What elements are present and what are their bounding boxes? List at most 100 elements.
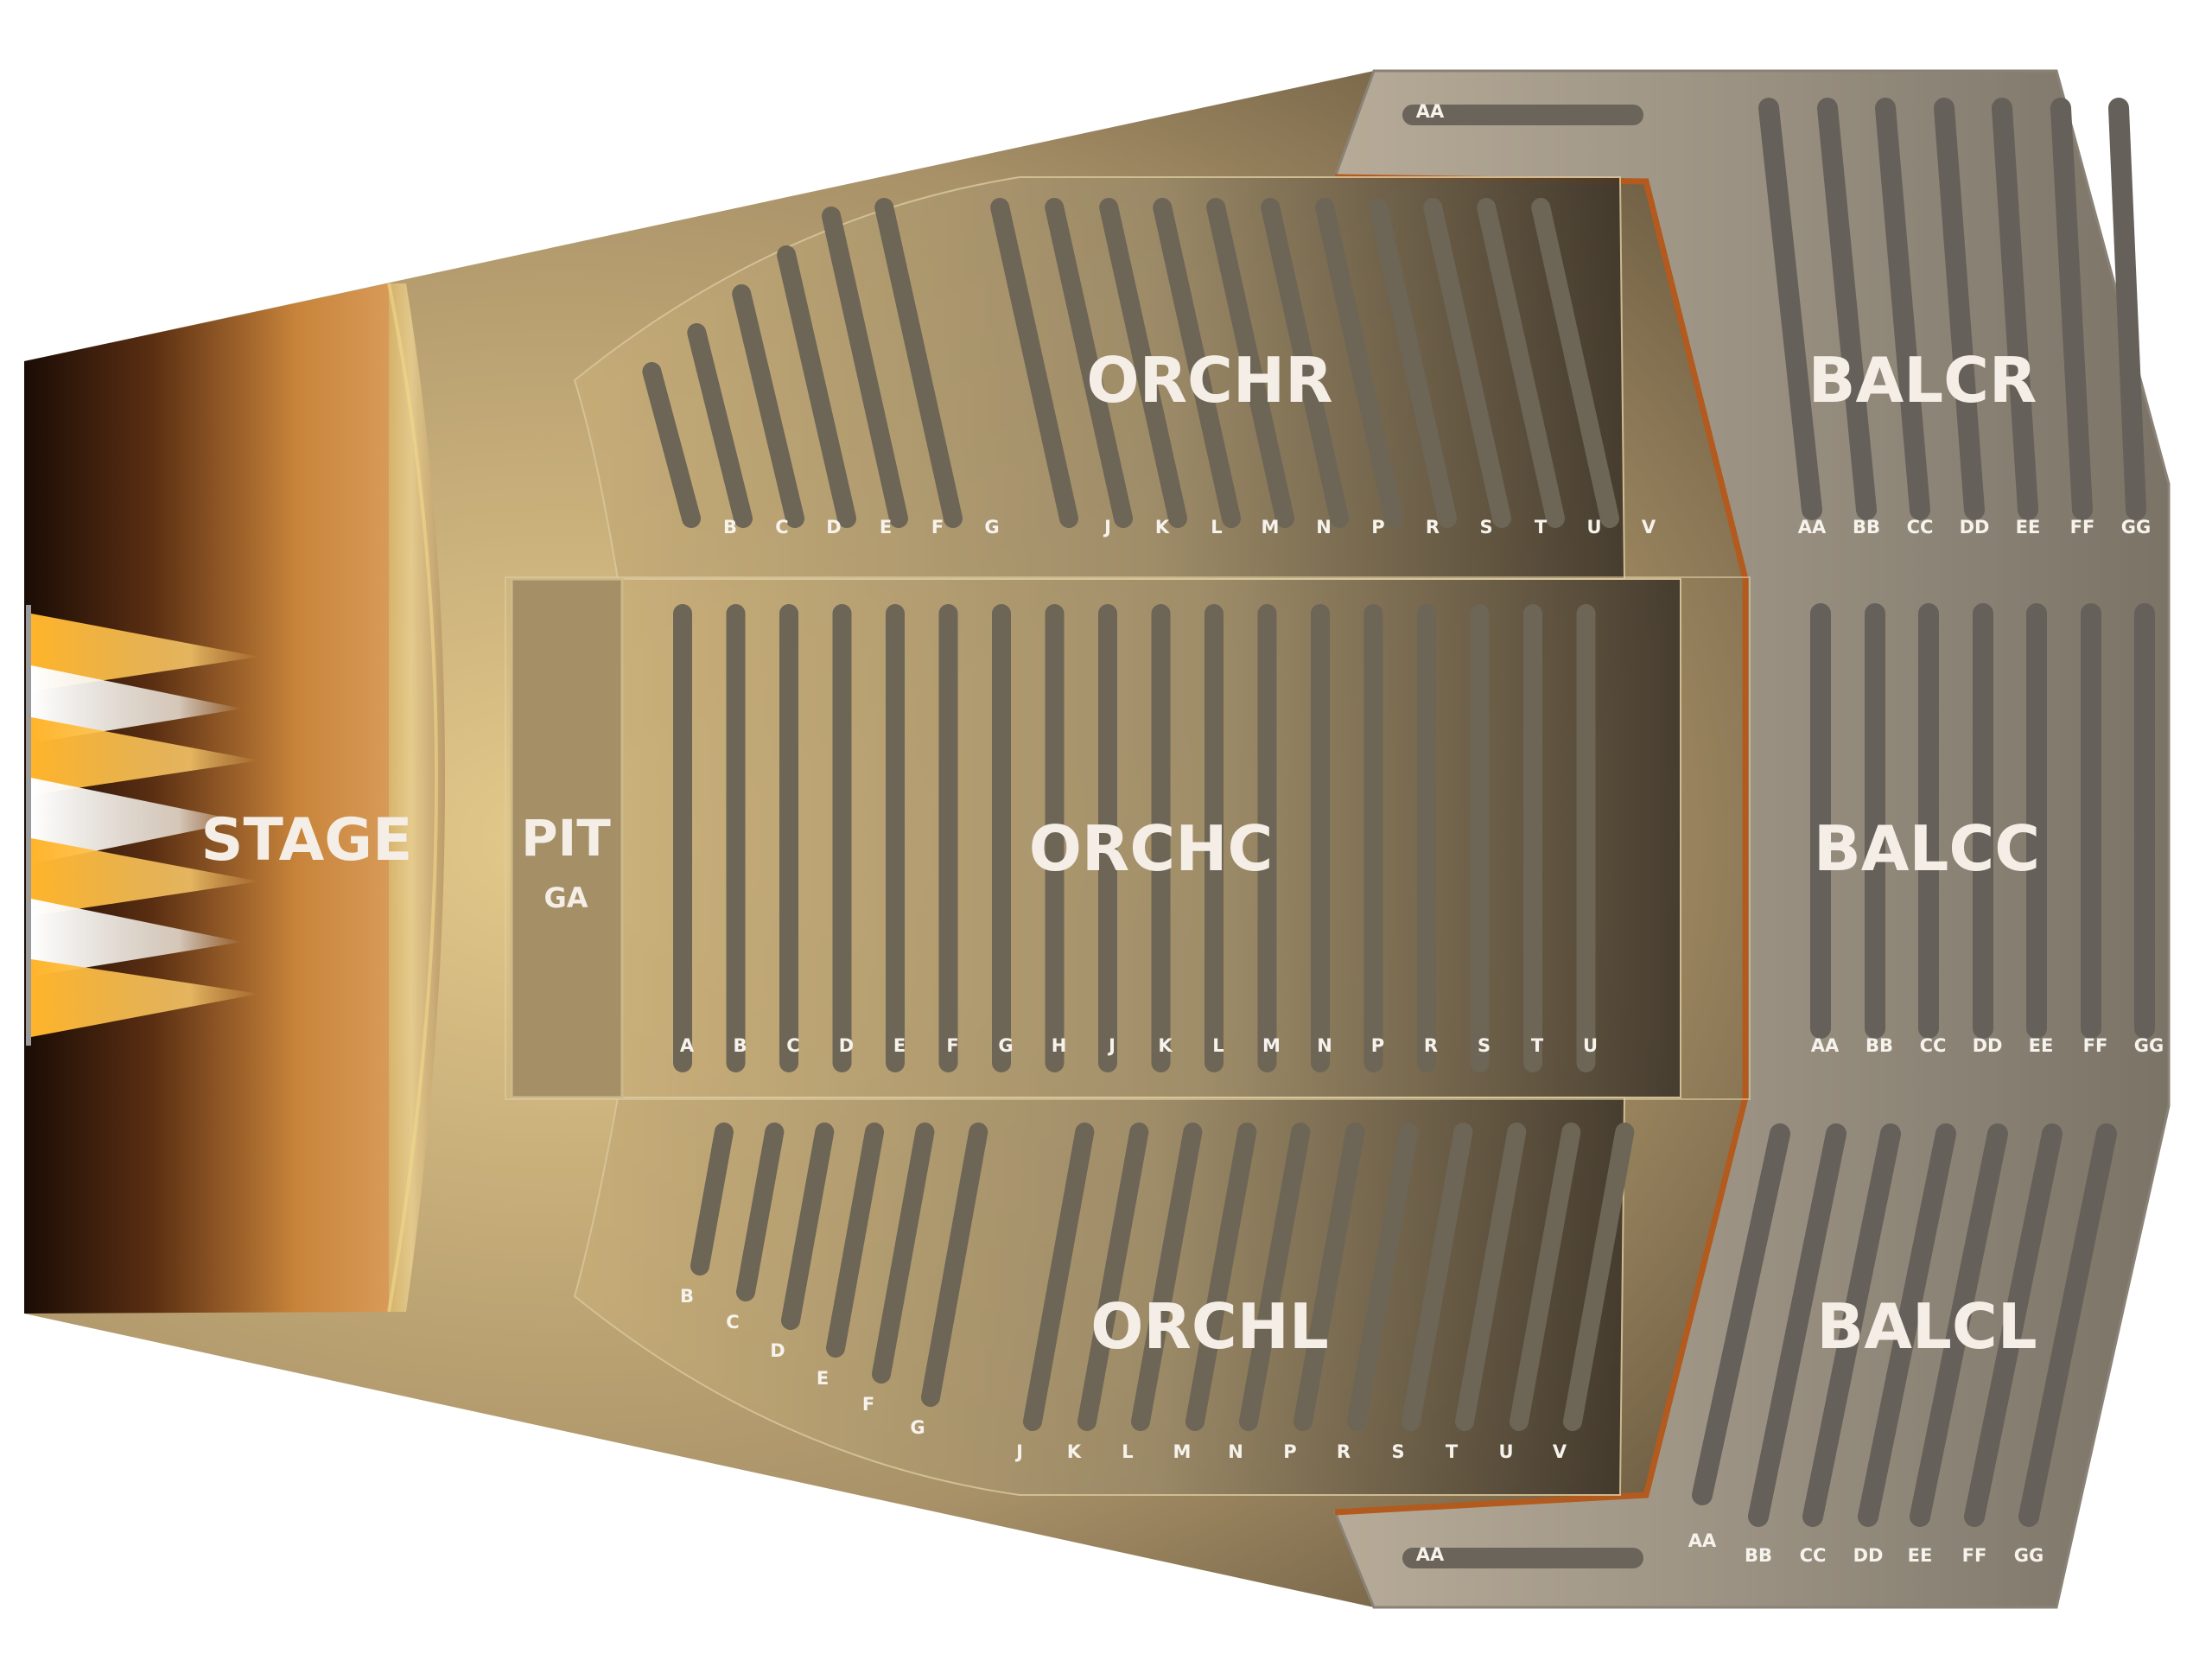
- row-label-orchc-s: S: [1478, 1035, 1491, 1056]
- row-label-orchl-b: B: [680, 1286, 694, 1307]
- row-label-balcc-ff: FF: [2083, 1035, 2108, 1056]
- row-bar-balcr-aa[interactable]: [1758, 98, 1822, 520]
- row-label-orchc-a: A: [680, 1035, 695, 1056]
- row-label-orchr-d: D: [826, 517, 841, 538]
- row-bar-balcl-bb[interactable]: [1748, 1123, 1847, 1527]
- row-bar-orchr-m[interactable]: [1153, 198, 1241, 528]
- rows-balcl: [1692, 1123, 2117, 1527]
- row-label-balcr-aa: AA: [1798, 517, 1827, 538]
- section-label-pit-ga: GA: [543, 881, 588, 914]
- row-bar-orchr-s[interactable]: [1369, 198, 1457, 528]
- row-bar-balcr-bb[interactable]: [1817, 98, 1877, 520]
- row-label-orchr-t: T: [1535, 517, 1548, 538]
- row-label-orchl-t: T: [1446, 1441, 1459, 1462]
- row-label-orchl-k: K: [1067, 1441, 1082, 1462]
- row-bar-orchr-e[interactable]: [777, 245, 856, 528]
- row-bar-orchr-b[interactable]: [642, 362, 701, 528]
- row-label-orchl-u: U: [1498, 1441, 1513, 1462]
- row-label-balc-top-aa: AA: [1416, 101, 1445, 122]
- row-bar-orchl-p[interactable]: [1294, 1123, 1365, 1431]
- row-bar-orchr-l[interactable]: [1099, 198, 1187, 528]
- row-bar-orchr-k[interactable]: [1045, 198, 1133, 528]
- row-label-balcc-ee: EE: [2029, 1035, 2054, 1056]
- row-label-balcl-gg: GG: [2014, 1545, 2044, 1566]
- row-label-orchr-e: E: [880, 517, 892, 538]
- row-bar-orchl-t[interactable]: [1455, 1123, 1527, 1431]
- row-bar-orchr-v[interactable]: [1531, 198, 1619, 528]
- row-bar-balcl-cc[interactable]: [1802, 1123, 1901, 1527]
- row-label-balcc-dd: DD: [1973, 1035, 2003, 1056]
- row-bar-balcr-dd[interactable]: [1934, 98, 1985, 520]
- row-bar-balcr-ff[interactable]: [2050, 98, 2093, 520]
- orch-frame: [505, 576, 1751, 1100]
- row-bar-orchr-d[interactable]: [732, 284, 804, 528]
- row-bar-orchl-v[interactable]: [1563, 1123, 1635, 1431]
- row-bar-orchr-p[interactable]: [1261, 198, 1349, 528]
- row-bar-balcl-ee[interactable]: [1910, 1123, 2008, 1527]
- row-bar-orchr-j[interactable]: [990, 198, 1078, 528]
- section-label-orchc: ORCHC: [1029, 812, 1274, 885]
- row-label-orchl-g: G: [910, 1417, 925, 1438]
- row-bar-orchl-l[interactable]: [1131, 1123, 1203, 1431]
- row-label-balcl-aa: AA: [1688, 1530, 1717, 1551]
- row-bar-balcl-gg[interactable]: [2018, 1123, 2117, 1527]
- row-label-orchc-m: M: [1262, 1035, 1281, 1056]
- row-label-orchc-c: C: [786, 1035, 799, 1056]
- row-label-orchr-u: U: [1586, 517, 1601, 538]
- rows-orchr: [642, 198, 1619, 528]
- row-bar-balcl-dd[interactable]: [1858, 1123, 1956, 1527]
- row-label-orchl-e: E: [817, 1368, 829, 1389]
- row-label-balcl-dd: DD: [1853, 1545, 1884, 1566]
- row-bar-orchl-u[interactable]: [1510, 1123, 1581, 1431]
- row-bar-orchr-c[interactable]: [687, 323, 753, 528]
- row-bar-orchr-r[interactable]: [1315, 198, 1403, 528]
- section-label-orchr: ORCHR: [1086, 344, 1332, 417]
- row-label-orchr-b: B: [723, 517, 737, 538]
- row-label-orchc-d: D: [839, 1035, 854, 1056]
- row-bar-orchr-g[interactable]: [874, 198, 963, 528]
- row-label-orchl-j: J: [1014, 1441, 1023, 1462]
- row-bar-orchr-f[interactable]: [822, 207, 908, 528]
- row-bar-orchr-u[interactable]: [1477, 198, 1565, 528]
- row-bar-orchl-g[interactable]: [921, 1123, 988, 1407]
- section-pit[interactable]: [510, 577, 624, 1099]
- row-bar-orchl-m[interactable]: [1185, 1123, 1257, 1431]
- row-bar-orchl-n[interactable]: [1239, 1123, 1311, 1431]
- stage-area[interactable]: [24, 283, 389, 1314]
- row-label-balcr-bb: BB: [1853, 517, 1880, 538]
- row-bar-orchl-d[interactable]: [781, 1123, 835, 1330]
- row-bar-balcl-aa[interactable]: [1692, 1123, 1790, 1505]
- row-label-balcr-ff: FF: [2070, 517, 2095, 538]
- row-bar-balcr-gg[interactable]: [2108, 98, 2146, 520]
- rows-balcc: [1810, 603, 2155, 1039]
- row-label-orchc-k: K: [1158, 1035, 1173, 1056]
- row-bar-balcr-cc[interactable]: [1875, 98, 1930, 520]
- stage-lights: [26, 605, 259, 1046]
- row-bar-orchl-b[interactable]: [690, 1123, 734, 1275]
- row-bar-orchl-k[interactable]: [1077, 1123, 1149, 1431]
- row-label-orchr-r: R: [1426, 517, 1440, 538]
- row-bar-orchr-t[interactable]: [1423, 198, 1511, 528]
- row-bar-balcl-ff[interactable]: [1964, 1123, 2063, 1527]
- row-label-orchc-l: L: [1212, 1035, 1224, 1056]
- row-label-orchr-f: F: [931, 517, 944, 538]
- row-bar-orchr-n[interactable]: [1206, 198, 1294, 528]
- row-bar-orchl-e[interactable]: [826, 1123, 884, 1358]
- row-label-balcr-cc: CC: [1907, 517, 1934, 538]
- row-label-orchc-t: T: [1531, 1035, 1544, 1056]
- row-bar-orchl-j[interactable]: [1023, 1123, 1095, 1431]
- section-label-balcr: BALCR: [1808, 344, 2037, 417]
- row-bar-orchl-s[interactable]: [1402, 1123, 1473, 1431]
- section-label-balcc: BALCC: [1814, 812, 2040, 885]
- row-bar-orchl-f[interactable]: [872, 1123, 935, 1384]
- row-bar-balcr-ee[interactable]: [1992, 98, 2038, 520]
- row-bar-orchl-c[interactable]: [736, 1123, 785, 1301]
- row-bar-orchl-r[interactable]: [1347, 1123, 1419, 1431]
- row-label-orchr-v: V: [1642, 517, 1656, 538]
- row-label-orchc-p: P: [1371, 1035, 1384, 1056]
- row-label-balcc-aa: AA: [1811, 1035, 1840, 1056]
